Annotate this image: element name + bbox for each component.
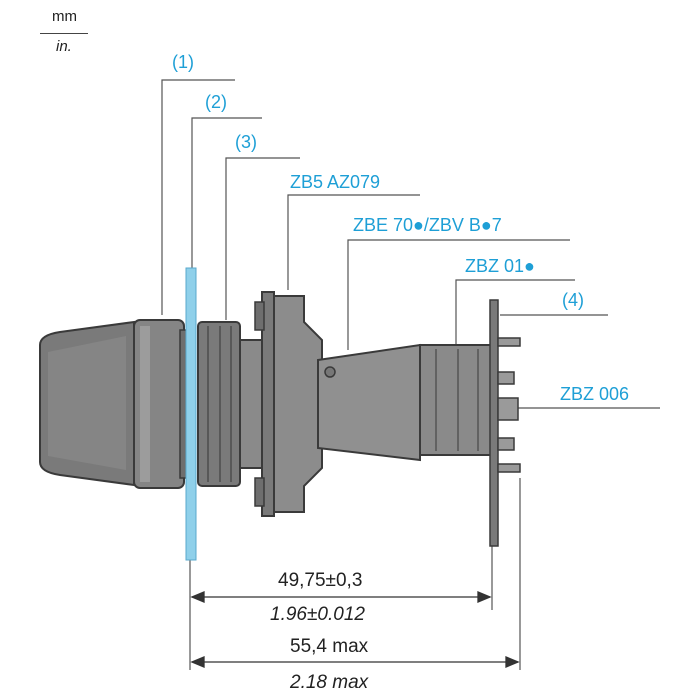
dimension-1-mm: 49,75±0,3	[278, 570, 363, 591]
collar-tab-bottom	[254, 477, 265, 507]
pin-1	[497, 337, 521, 347]
dim-2-arrow-right	[505, 656, 520, 668]
pin-5	[497, 463, 521, 473]
terminal-pins	[497, 337, 521, 473]
knob-shading	[48, 336, 126, 470]
unit-metric-label: mm	[52, 8, 77, 25]
dim-1-arrow-right	[477, 591, 492, 603]
leader-zbe	[347, 239, 570, 350]
extension-lines	[189, 478, 521, 670]
nut-body	[197, 321, 241, 487]
callout-3-label: (3)	[235, 132, 257, 152]
callout-1-label: (1)	[172, 52, 194, 72]
callout-zbe-label: ZBE 70●/ZBV B●7	[353, 215, 502, 235]
unit-imperial-label: in.	[56, 38, 72, 55]
collar-tab-top	[254, 301, 265, 331]
callout-zb5-label: ZB5 AZ079	[290, 172, 381, 192]
mounting-panel	[185, 267, 197, 561]
leader-3	[225, 157, 300, 320]
dim-2-arrow-left	[190, 656, 205, 668]
leader-2	[191, 117, 262, 270]
fixing-nut	[197, 321, 241, 487]
pin-4	[497, 437, 515, 451]
dimension-1-in: 1.96±0.012	[270, 604, 365, 625]
callout-zbz01-label: ZBZ 01●	[465, 256, 535, 276]
callout-zbz006-label: ZBZ 006	[560, 384, 630, 404]
contact-body	[419, 344, 493, 456]
taper	[317, 343, 421, 462]
callout-2-label: (2)	[205, 92, 227, 112]
taper-pin	[324, 366, 336, 378]
dimension-2-mm: 55,4 max	[290, 636, 369, 657]
pin-3	[497, 397, 519, 421]
leader-lines	[161, 79, 660, 409]
leader-zb5	[287, 194, 420, 290]
leader-zbz01	[455, 279, 575, 345]
callout-4-label: (4)	[562, 290, 584, 310]
leader-1	[161, 79, 235, 315]
dim-1-arrow-left	[190, 591, 205, 603]
pcb	[489, 299, 499, 547]
selector-knob	[39, 319, 191, 489]
contact-block	[419, 344, 493, 456]
pin-2	[497, 371, 515, 385]
fixing-collar	[254, 291, 421, 517]
dimension-2-in: 2.18 max	[290, 672, 369, 693]
unit-divider	[40, 33, 88, 34]
bezel-highlight	[140, 326, 150, 482]
dimension-lines	[190, 591, 520, 668]
collar-body	[273, 295, 323, 513]
